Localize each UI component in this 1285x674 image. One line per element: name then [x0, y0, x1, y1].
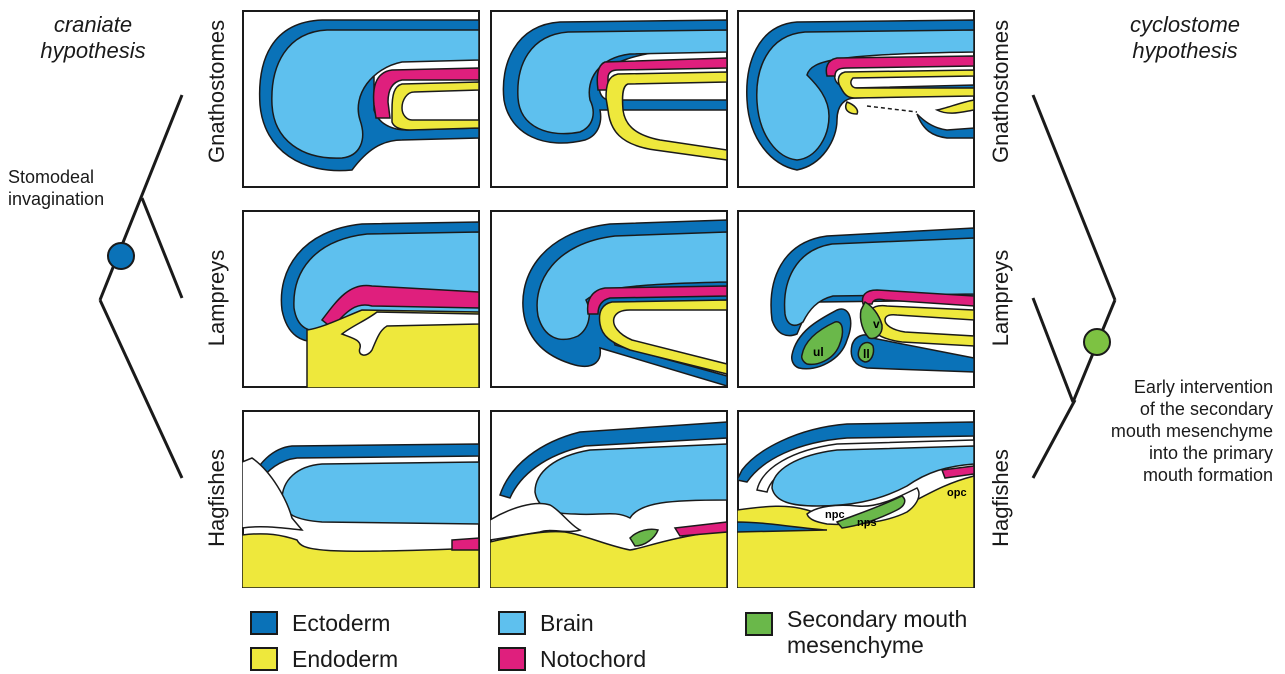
panel-lampreys-stage3: ul ll v [737, 210, 975, 388]
panel-gnathostomes-stage2 [490, 10, 728, 188]
legend-endoderm: Endoderm [250, 644, 398, 674]
panel-hagfishes-stage3: npc nps opc [737, 410, 975, 588]
row-label-hagfishes-right: Hagfishes [988, 448, 1014, 548]
row-label-hagfishes-left: Hagfishes [204, 448, 230, 548]
row-label-lampreys-right: Lampreys [988, 248, 1014, 348]
legend-brain: Brain [498, 608, 594, 638]
legend-ectoderm: Ectoderm [250, 608, 390, 638]
ectoderm-swatch [250, 611, 278, 635]
craniate-hypothesis-title: craniate hypothesis [18, 12, 168, 64]
panel-hagfishes-stage2 [490, 410, 728, 588]
panel-hagfishes-stage1 [242, 410, 480, 588]
panel-lampreys-stage1 [242, 210, 480, 388]
panel-lampreys-stage2 [490, 210, 728, 388]
craniate-tree [90, 90, 190, 485]
legend-notochord: Notochord [498, 644, 646, 674]
label-opc: opc [947, 487, 967, 499]
row-label-gnathostomes-left: Gnathostomes [204, 33, 230, 163]
legend-brain-label: Brain [540, 610, 594, 636]
mesenchyme-intervention-label: Early intervention of the secondary mout… [1095, 376, 1273, 486]
legend-mesenchyme-label: Secondary mouth mesenchyme [787, 606, 967, 658]
brain-swatch [498, 611, 526, 635]
notochord-swatch [498, 647, 526, 671]
mesenchyme-swatch [745, 612, 773, 636]
legend-ectoderm-label: Ectoderm [292, 610, 390, 636]
panel-gnathostomes-stage1 [242, 10, 480, 188]
legend-endoderm-label: Endoderm [292, 646, 398, 672]
label-v: v [873, 317, 880, 331]
legend-mesenchyme: Secondary mouth mesenchyme [745, 612, 967, 672]
legend-notochord-label: Notochord [540, 646, 646, 672]
row-label-lampreys-left: Lampreys [204, 248, 230, 348]
endoderm-swatch [250, 647, 278, 671]
label-npc: npc [825, 509, 845, 521]
panel-gnathostomes-stage3 [737, 10, 975, 188]
label-nps: nps [857, 517, 877, 529]
cyclostome-hypothesis-title: cyclostome hypothesis [1105, 12, 1265, 64]
label-ll: ll [863, 347, 870, 361]
stomodeal-node-icon [108, 243, 134, 269]
mesenchyme-node-icon [1084, 329, 1110, 355]
row-label-gnathostomes-right: Gnathostomes [988, 33, 1014, 163]
label-ul: ul [813, 345, 824, 359]
stomodeal-label: Stomodeal invagination [8, 166, 138, 210]
